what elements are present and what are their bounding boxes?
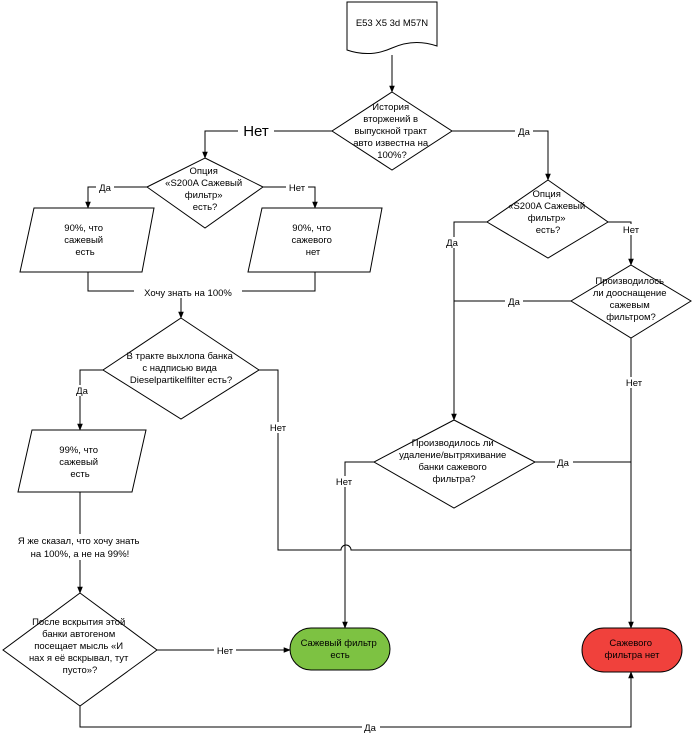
decision-retrofit-text: Производилось ли дооснащение сажевым фил… bbox=[593, 276, 669, 323]
label-optright-yes: Да bbox=[446, 238, 458, 249]
terminal-no-filter: Сажевого фильтра нет bbox=[581, 627, 683, 673]
decision-autogen: После вскрытия этой банки автогеном посе… bbox=[2, 592, 158, 707]
decision-option-left: Опция «S200A Сажевый фильтр» есть? bbox=[146, 157, 264, 229]
edge-history-yes bbox=[452, 130, 551, 181]
edge-optright-no bbox=[608, 221, 634, 266]
edge-removal-no bbox=[342, 461, 374, 629]
edge-optleft-no bbox=[263, 186, 318, 209]
label-removal-no: Нет bbox=[336, 477, 353, 488]
label-history-no: Нет bbox=[243, 123, 269, 140]
start-document-label: E53 X5 3d M57N bbox=[356, 18, 428, 29]
note-want-100-not-99-text: Я же сказал, что хочу знать на 100%, а н… bbox=[18, 536, 142, 560]
io-90-no: 90%, что сажевого нет bbox=[247, 207, 383, 273]
label-removal-yes: Да bbox=[557, 458, 569, 469]
decision-retrofit: Производилось ли дооснащение сажевым фил… bbox=[570, 264, 692, 339]
decision-history: История вторжений в выпускной тракт авто… bbox=[331, 91, 453, 171]
decision-exhaust-can-text: В тракте выхлопа банка с надписью вида D… bbox=[127, 351, 236, 386]
io-90-no-text: 90%, что сажевого нет bbox=[291, 223, 334, 258]
decision-autogen-text: После вскрытия этой банки автогеном посе… bbox=[29, 617, 131, 676]
label-optright-no: Нет bbox=[623, 225, 640, 236]
start-document: E53 X5 3d M57N bbox=[346, 1, 438, 54]
decision-option-right: Опция «S200A Сажевый фильтр» есть? bbox=[486, 179, 609, 259]
label-history-yes: Да bbox=[518, 127, 530, 138]
edge-labels: Нет Да Да Нет Да Нет Да Нет Да Нет Да Не… bbox=[74, 122, 645, 734]
label-optleft-no: Нет bbox=[289, 183, 306, 194]
edge-exhaust-no bbox=[259, 369, 631, 551]
terminal-has-filter: Сажевый фильтр есть bbox=[289, 627, 391, 671]
label-optleft-yes: Да bbox=[99, 183, 111, 194]
edge-optleft-yes bbox=[85, 186, 147, 209]
edge-optright-yes bbox=[451, 221, 487, 421]
io-99-yes-text: 99%, что сажевый есть bbox=[59, 445, 101, 480]
label-exhaust-no: Нет bbox=[270, 423, 287, 434]
io-99-yes: 99%, что сажевый есть bbox=[17, 429, 147, 493]
terminal-has-filter-text: Сажевый фильтр есть bbox=[301, 638, 380, 661]
decision-history-text: История вторжений в выпускной тракт авто… bbox=[353, 102, 431, 161]
note-want-100-text: Хочу знать на 100% bbox=[144, 288, 232, 299]
io-90-yes-text: 90%, что сажевый есть bbox=[64, 223, 106, 258]
note-want-100: Хочу знать на 100% bbox=[134, 287, 242, 299]
decision-removal-text: Производилось ли удаление/вытряхивание б… bbox=[399, 438, 509, 485]
terminal-no-filter-text: Сажевого фильтра нет bbox=[605, 638, 661, 661]
decision-exhaust-can: В тракте выхлопа банка с надписью вида D… bbox=[102, 317, 260, 420]
label-retrofit-yes: Да bbox=[508, 297, 520, 308]
decision-option-left-text: Опция «S200A Сажевый фильтр» есть? bbox=[165, 166, 245, 213]
note-want-100-not-99: Я же сказал, что хочу знать на 100%, а н… bbox=[4, 534, 156, 560]
label-retrofit-no: Нет bbox=[626, 378, 643, 389]
decision-option-right-text: Опция «S200A Сажевый фильтр» есть? bbox=[508, 189, 588, 236]
label-autogen-yes: Да bbox=[364, 723, 376, 734]
edge-history-no bbox=[202, 130, 332, 159]
label-exhaust-yes: Да bbox=[76, 386, 88, 397]
edge-autogen-yes bbox=[79, 671, 634, 728]
io-90-yes: 90%, что сажевый есть bbox=[19, 207, 155, 273]
decision-removal: Производилось ли удаление/вытряхивание б… bbox=[372, 419, 537, 509]
edge-exhaust-yes bbox=[77, 369, 103, 431]
label-autogen-no: Нет bbox=[217, 646, 234, 657]
